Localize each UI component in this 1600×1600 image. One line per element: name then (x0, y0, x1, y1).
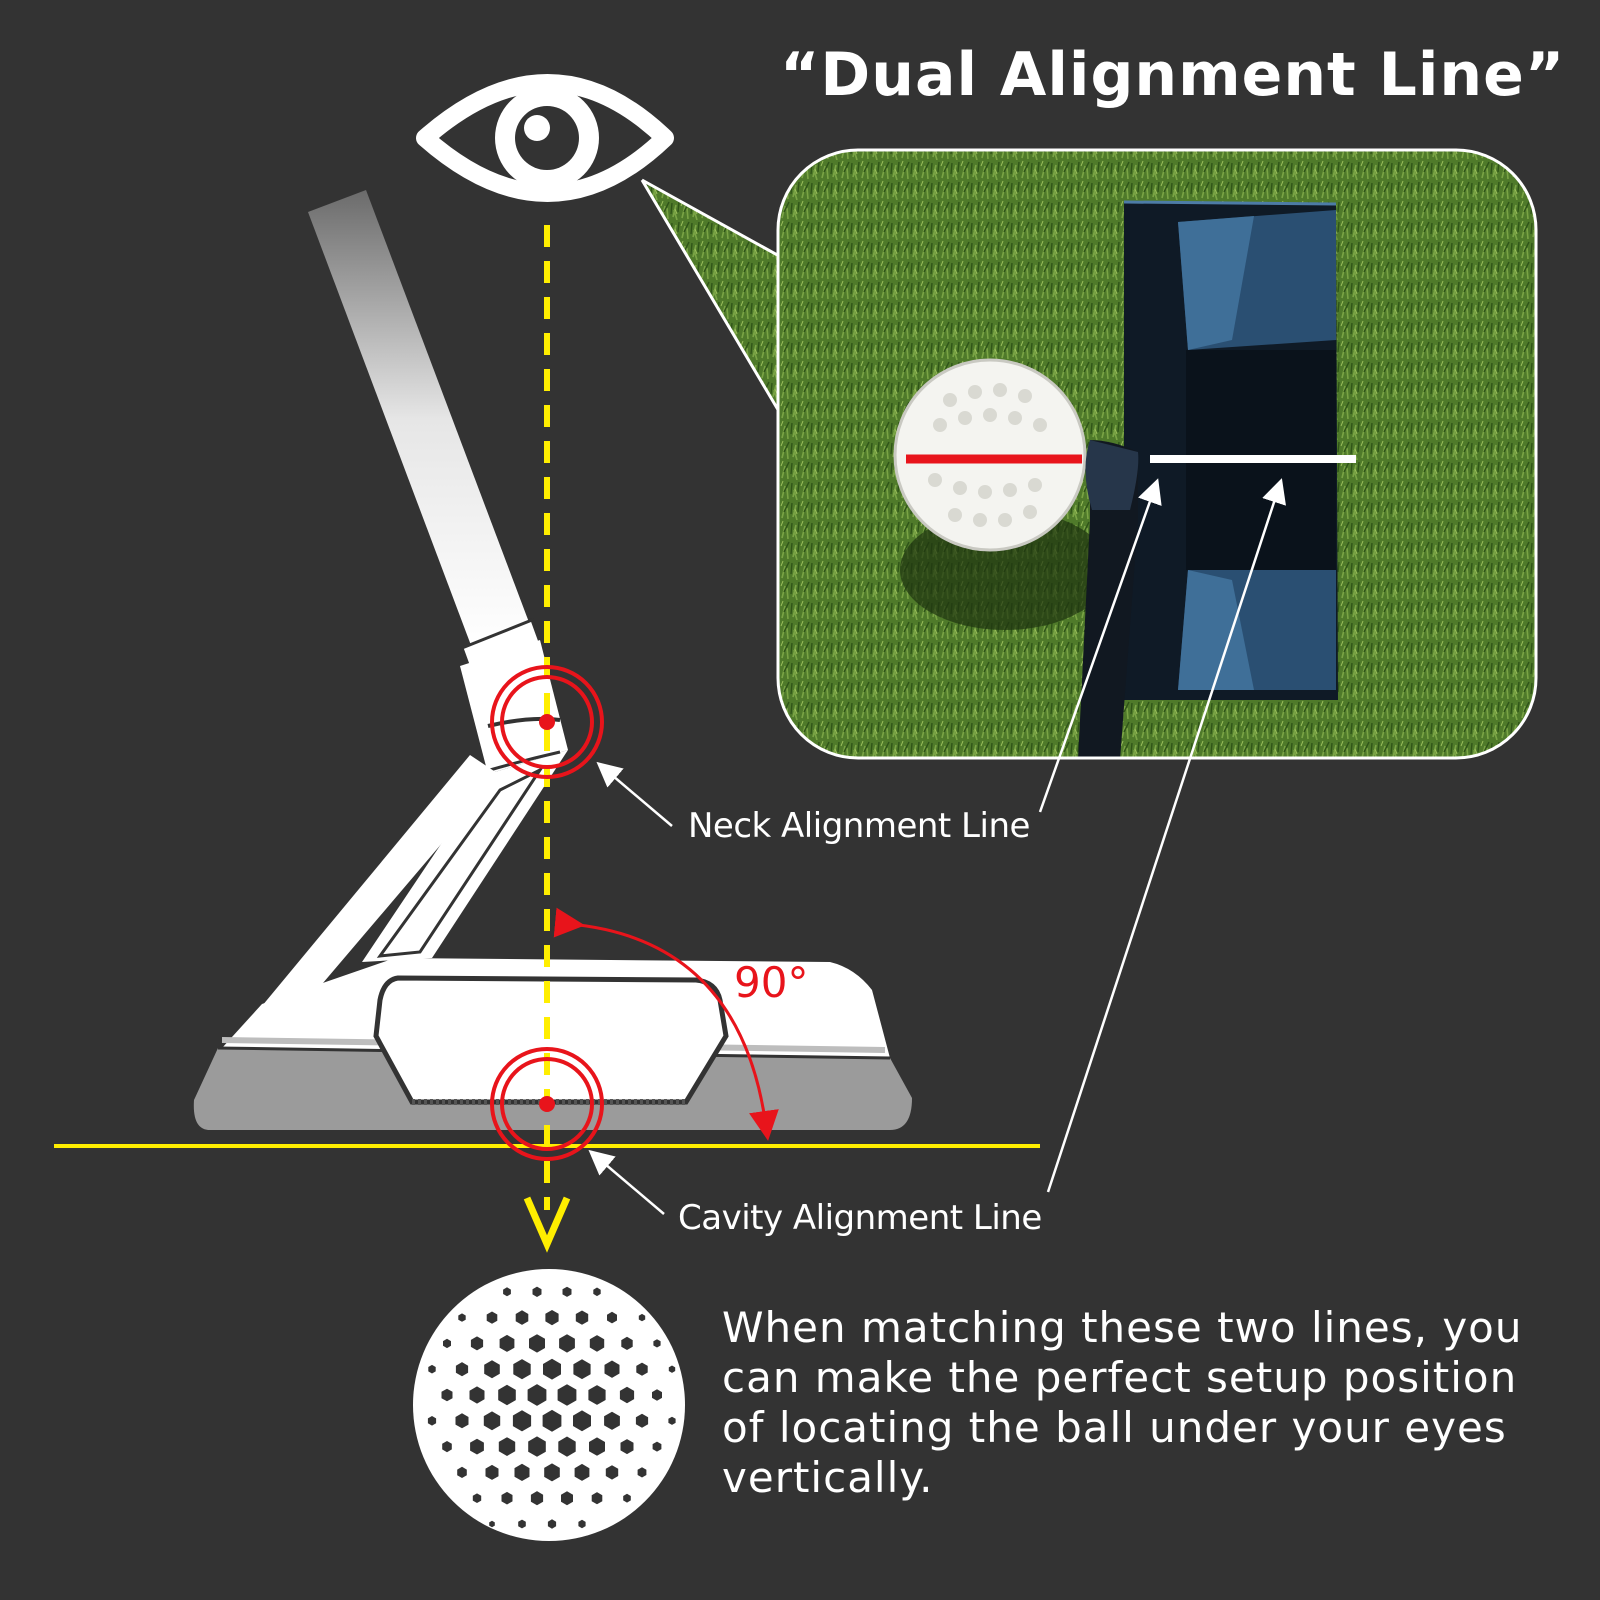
golf-ball-icon (413, 1269, 685, 1541)
ball-dimple (458, 1313, 466, 1322)
ball-dimple (668, 1416, 676, 1425)
angle-arc (553, 907, 779, 1141)
ball-dimple (455, 1413, 469, 1429)
ball-dimple (514, 1463, 530, 1481)
ball-dimple (518, 1519, 526, 1529)
ball-dimple (635, 1413, 649, 1428)
ball-dimple (621, 1336, 633, 1350)
ball-dimple (623, 1493, 631, 1503)
ball-dimple (469, 1386, 485, 1404)
ball-dimple (589, 1335, 605, 1352)
ball-dimple (620, 1439, 634, 1455)
ball-dimple (427, 1416, 437, 1426)
ball-dimple (442, 1441, 452, 1453)
ball-dimple (591, 1492, 603, 1505)
ball-dimple (561, 1491, 573, 1506)
ball-dimple (457, 1466, 467, 1478)
ball-dimple (542, 1409, 562, 1432)
ball-dimple (512, 1410, 532, 1432)
ball-dimple (638, 1313, 646, 1322)
ball-dimple (528, 1436, 546, 1457)
neck-pointer-line (1038, 478, 1162, 813)
ball-dimple (527, 1384, 547, 1406)
ball-dimple (529, 1334, 545, 1353)
ball-dimple (470, 1438, 484, 1455)
neck-callout-arrow (596, 761, 673, 827)
ball-dimple (605, 1465, 619, 1480)
photo-golf-ball (893, 358, 1087, 552)
ball-dimple (575, 1310, 589, 1325)
eye-icon (416, 74, 674, 202)
ball-dimple (532, 1286, 542, 1297)
ball-dimple (485, 1464, 499, 1480)
ball-dimple (499, 1334, 515, 1352)
ball-dimple (652, 1441, 662, 1452)
ball-dimple (443, 1338, 451, 1349)
ball-dimple (653, 1339, 661, 1348)
ball-dimple (483, 1411, 501, 1431)
ball-dimple (588, 1385, 606, 1405)
ball-dimple (562, 1286, 572, 1297)
ball-dimple (604, 1360, 620, 1378)
ball-dimple (573, 1359, 591, 1380)
ball-dimple (498, 1437, 516, 1456)
ball-dimple (637, 1467, 647, 1478)
angle-label: 90° (734, 958, 809, 1007)
ball-dimple (578, 1519, 586, 1529)
ball-dimple (545, 1310, 559, 1326)
ball-dimple (515, 1310, 529, 1325)
ball-dimple (484, 1360, 500, 1379)
ball-dimple (619, 1386, 635, 1404)
cavity-callout-arrow (588, 1149, 665, 1215)
ball-dimple (503, 1287, 511, 1297)
ball-dimple (589, 1437, 605, 1456)
ball-dimple (574, 1463, 590, 1481)
ball-dimple (441, 1388, 453, 1402)
photo-pointer (640, 178, 792, 431)
ball-dimple (668, 1365, 676, 1373)
ball-dimple (573, 1410, 591, 1432)
ball-dimple (558, 1436, 576, 1457)
ball-dimple (543, 1358, 561, 1380)
ball-dimple (604, 1411, 620, 1430)
ball-dimple (607, 1311, 617, 1324)
ball-dimple (501, 1491, 513, 1505)
photo-inset (776, 148, 1538, 760)
ball-dimple (486, 1311, 498, 1324)
ball-dimple (636, 1362, 648, 1376)
photo-putter-head (1078, 200, 1356, 758)
ball-dimple (544, 1463, 560, 1482)
neck-alignment-label: Neck Alignment Line (688, 806, 1030, 846)
ball-dimple (470, 1336, 484, 1351)
ball-dimple (472, 1493, 482, 1503)
ball-dimple (652, 1389, 662, 1401)
title: “Dual Alignment Line” (780, 40, 1566, 110)
ball-dimple (530, 1491, 544, 1506)
ball-dimple (557, 1384, 577, 1406)
ball-dimple (559, 1334, 575, 1353)
vertical-guide-line (523, 225, 571, 1253)
cavity-alignment-label: Cavity Alignment Line (678, 1198, 1042, 1238)
ball-dimple (547, 1519, 557, 1529)
ball-dimple (455, 1362, 469, 1377)
ball-dimple (593, 1287, 601, 1297)
ball-dimple (513, 1359, 531, 1380)
cavity-pointer-line (1046, 478, 1286, 1193)
ball-dimple (498, 1384, 516, 1406)
ball-dimple (489, 1520, 495, 1528)
neck-target-marker (490, 665, 604, 779)
description: When matching these two lines, you can m… (722, 1303, 1523, 1502)
ball-dimple (428, 1364, 436, 1374)
